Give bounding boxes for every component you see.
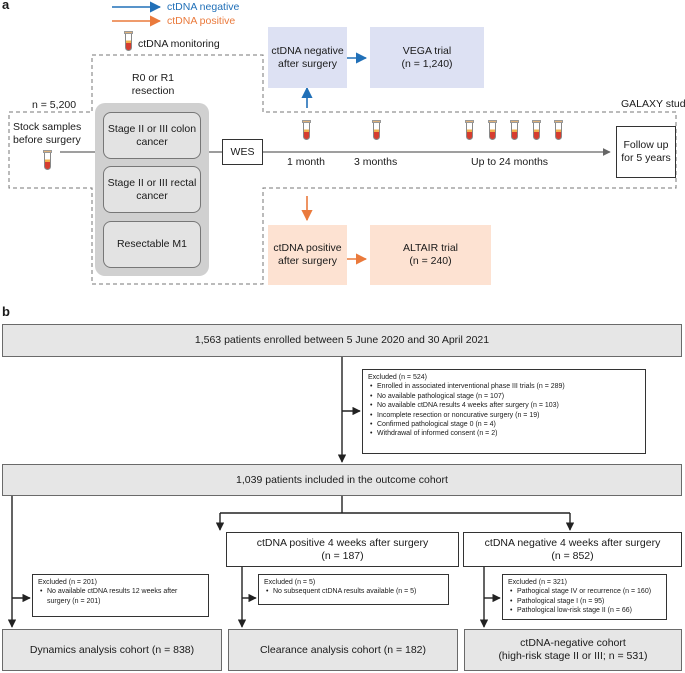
timepoint-2: 3 months bbox=[354, 156, 398, 168]
negative-cohort-box: ctDNA-negative cohort (high-risk stage I… bbox=[464, 629, 682, 671]
excluded-main-item: Incomplete resection or noncurative surg… bbox=[370, 411, 640, 421]
excluded-main-item: No available ctDNA results 4 weeks after… bbox=[370, 401, 640, 411]
panel-b-label: b bbox=[2, 304, 10, 319]
excluded-negative-box: Excluded (n = 321) Pathogical stage IV o… bbox=[502, 574, 667, 620]
stage-rectal: Stage II or III rectal cancer bbox=[103, 166, 201, 213]
stage-colon: Stage II or III colon cancer bbox=[103, 112, 201, 159]
negative-cohort-n: (high-risk stage II or III; n = 531) bbox=[498, 650, 648, 662]
resection-label: R0 or R1 resection bbox=[131, 72, 175, 97]
tube-3-months-icon bbox=[372, 120, 381, 140]
outcome-cohort-box: 1,039 patients included in the outcome c… bbox=[2, 464, 682, 496]
galaxy-outline bbox=[8, 54, 677, 285]
legend-positive-label: ctDNA positive bbox=[167, 15, 236, 27]
excluded-main-item: No available pathological stage (n = 107… bbox=[370, 392, 640, 402]
clearance-cohort-box: Clearance analysis cohort (n = 182) bbox=[228, 629, 458, 671]
excluded-main-title: Excluded (n = 524) bbox=[368, 374, 427, 381]
excluded-dynamics-title: Excluded (n = 201) bbox=[38, 579, 97, 586]
excluded-clearance-box: Excluded (n = 5) No subsequent ctDNA res… bbox=[258, 574, 449, 605]
legend-negative-label: ctDNA negative bbox=[167, 1, 240, 13]
excluded-main-item: Confirmed pathological stage 0 (n = 4) bbox=[370, 420, 640, 430]
legend-monitoring-label: ctDNA monitoring bbox=[138, 38, 220, 50]
positive-4w-box: ctDNA positive 4 weeks after surgery (n … bbox=[226, 532, 459, 567]
timepoint-3: Up to 24 months bbox=[471, 156, 549, 168]
enrolled-box: 1,563 patients enrolled between 5 June 2… bbox=[2, 324, 682, 357]
dynamics-cohort-box: Dynamics analysis cohort (n = 838) bbox=[2, 629, 222, 671]
wes-box: WES bbox=[222, 139, 263, 165]
excluded-main-box: Excluded (n = 524) Enrolled in associate… bbox=[362, 369, 646, 454]
positive-after-surgery-box: ctDNA positive after surgery bbox=[268, 225, 347, 285]
negative-4w-box: ctDNA negative 4 weeks after surgery (n … bbox=[463, 532, 682, 567]
stock-tube-icon bbox=[43, 150, 52, 170]
tube-monitoring-icon bbox=[488, 120, 497, 140]
excluded-main-item: Withdrawal of informed consent (n = 2) bbox=[370, 429, 640, 439]
vega-trial-n: (n = 1,240) bbox=[401, 57, 453, 70]
sample-size-label: n = 5,200 bbox=[32, 99, 77, 111]
timepoint-1: 1 month bbox=[287, 156, 325, 168]
stage-m1: Resectable M1 bbox=[103, 221, 201, 268]
tube-monitoring-icon bbox=[510, 120, 519, 140]
excluded-dynamics-item: No available ctDNA results 12 weeks afte… bbox=[40, 587, 203, 597]
tube-monitoring-icon bbox=[532, 120, 541, 140]
sample-tube-icon bbox=[124, 31, 133, 51]
excluded-negative-item: Pathological stage I (n = 95) bbox=[510, 597, 661, 607]
excluded-dynamics-box: Excluded (n = 201) No available ctDNA re… bbox=[32, 574, 209, 617]
vega-trial-box: VEGA trial (n = 1,240) bbox=[370, 27, 484, 88]
tube-1-month-icon bbox=[302, 120, 311, 140]
positive-4w-label: ctDNA positive 4 weeks after surgery bbox=[256, 536, 429, 549]
excluded-negative-title: Excluded (n = 321) bbox=[508, 579, 567, 586]
study-label: GALAXY study bbox=[621, 98, 685, 110]
tube-monitoring-icon bbox=[554, 120, 563, 140]
excluded-clearance-item: No subsequent ctDNA results available (n… bbox=[266, 587, 443, 597]
excluded-negative-item: Pathological low-risk stage II (n = 66) bbox=[510, 606, 661, 616]
negative-cohort-label: ctDNA-negative cohort bbox=[520, 637, 626, 649]
panel-a-label: a bbox=[2, 0, 10, 12]
negative-after-surgery-box: ctDNA negative after surgery bbox=[268, 27, 347, 88]
excluded-negative-item: Pathogical stage IV or recurrence (n = 1… bbox=[510, 587, 661, 597]
vega-trial-name: VEGA trial bbox=[402, 44, 452, 57]
altair-trial-box: ALTAIR trial (n = 240) bbox=[370, 225, 491, 285]
altair-trial-n: (n = 240) bbox=[409, 255, 452, 267]
stock-samples-label: Stock samples before surgery bbox=[13, 121, 82, 146]
excluded-clearance-title: Excluded (n = 5) bbox=[264, 579, 316, 586]
follow-up-box: Follow up for 5 years bbox=[616, 126, 676, 178]
excluded-dynamics-item-cont: surgery (n = 201) bbox=[47, 597, 101, 605]
positive-4w-n: (n = 187) bbox=[321, 549, 364, 562]
tube-monitoring-icon bbox=[465, 120, 474, 140]
altair-trial-name: ALTAIR trial bbox=[402, 242, 459, 254]
negative-4w-label: ctDNA negative 4 weeks after surgery bbox=[484, 536, 661, 549]
excluded-main-item: Enrolled in associated interventional ph… bbox=[370, 382, 640, 392]
negative-4w-n: (n = 852) bbox=[551, 549, 594, 562]
